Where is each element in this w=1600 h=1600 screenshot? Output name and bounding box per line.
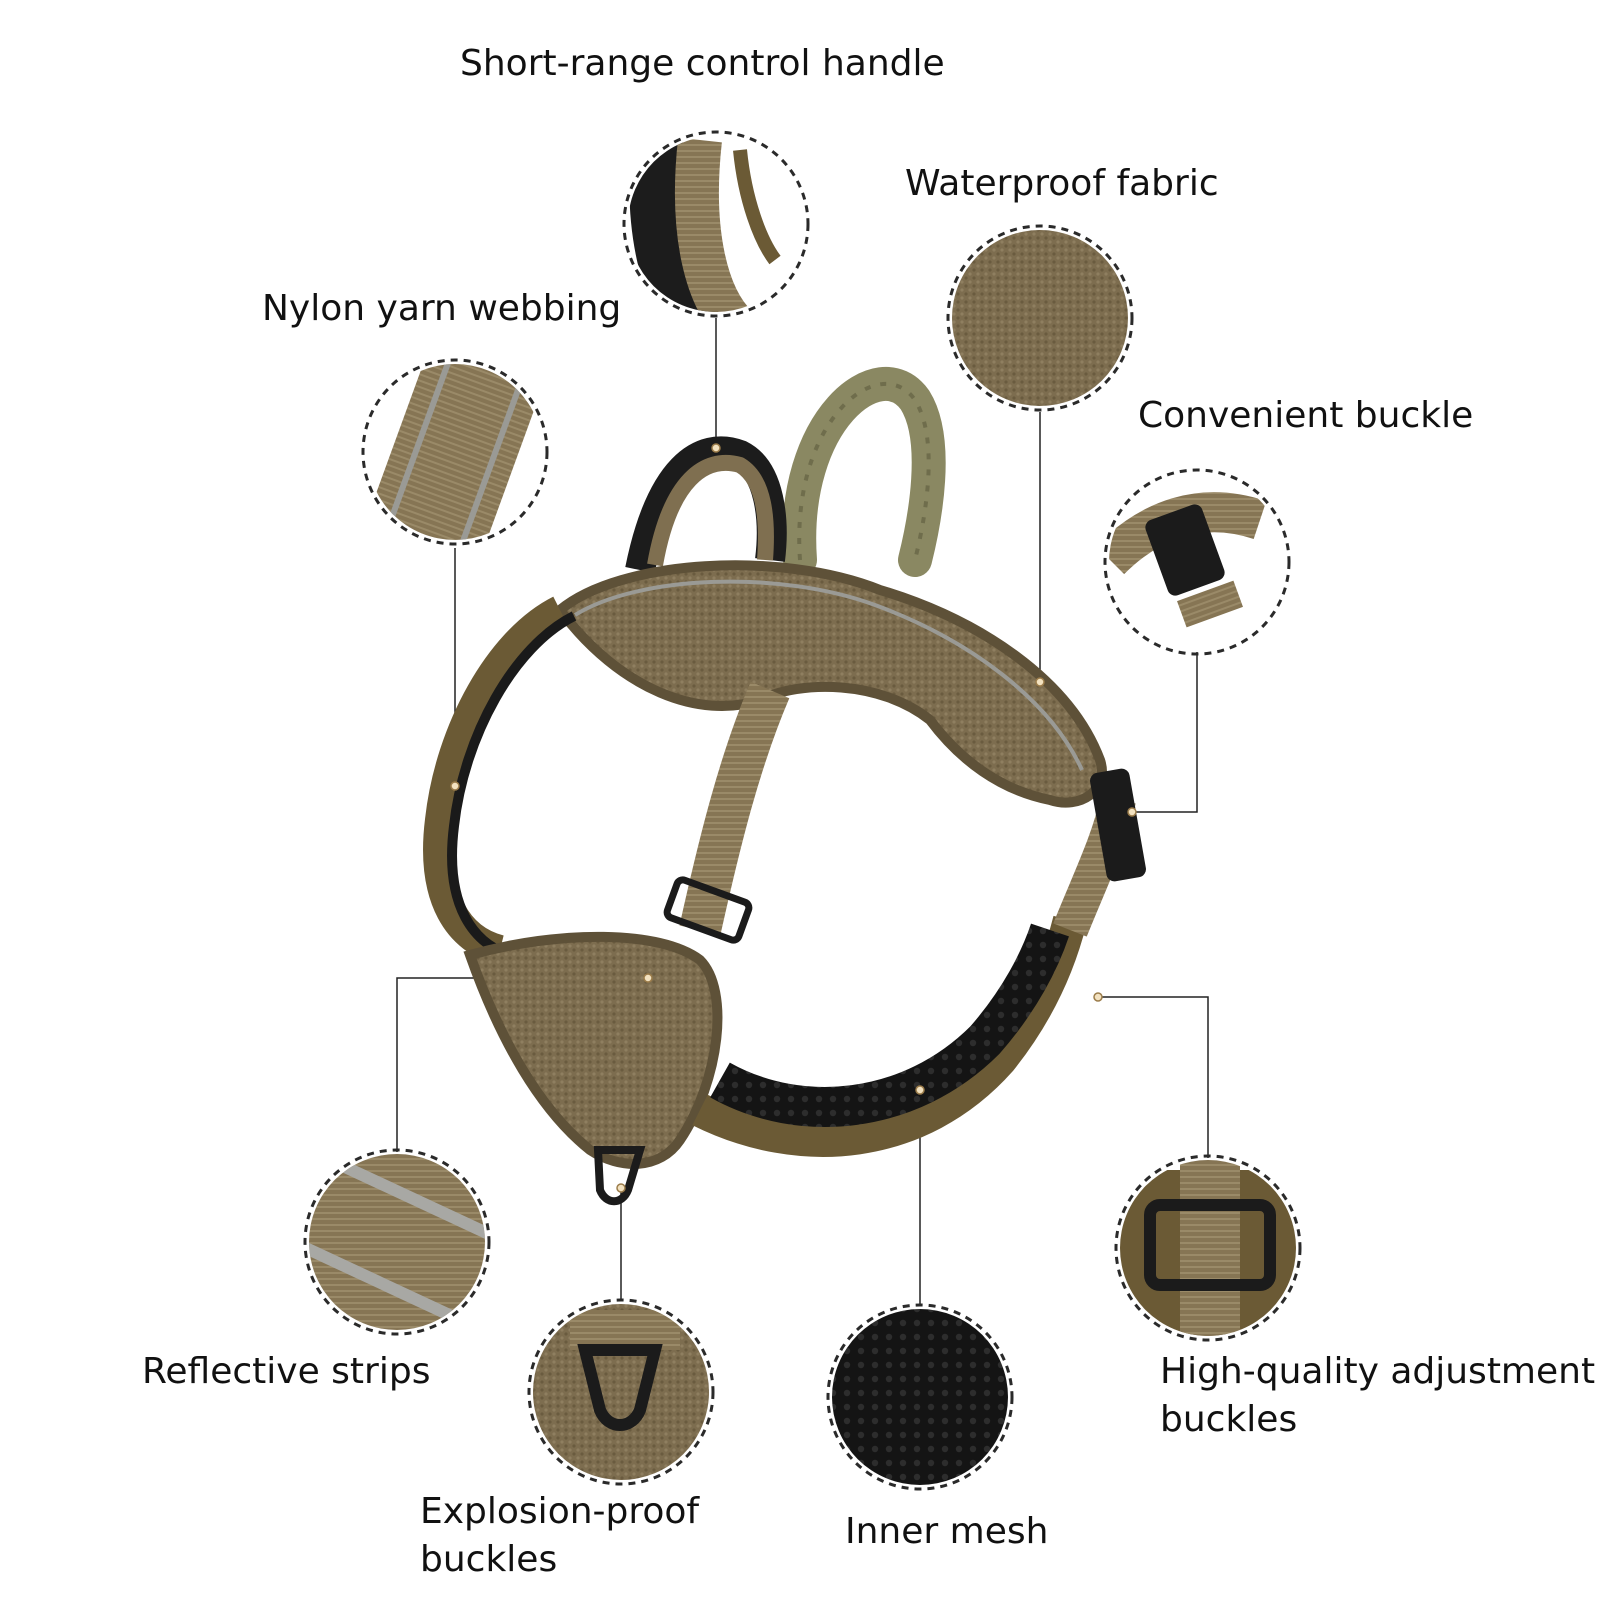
label-convenient-buckle: Convenient buckle (1138, 395, 1474, 436)
dot-webbing (450, 781, 460, 791)
label-inner-mesh: Inner mesh (845, 1511, 1049, 1552)
callout-dots (450, 443, 1137, 1193)
dot-fabric (1035, 677, 1045, 687)
dot-reflective (643, 973, 653, 983)
label-explosion-proof-line2: buckles (420, 1539, 558, 1580)
detail-nylon-webbing (367, 364, 543, 540)
detail-convenient-buckle (1109, 474, 1285, 650)
dot-explosion (616, 1183, 626, 1193)
bungee-handle (782, 366, 946, 577)
dot-adjustment (1093, 992, 1103, 1002)
quick-release-buckle (1090, 768, 1146, 882)
detail-adjustment-buckle (1120, 1160, 1296, 1336)
detail-inner-mesh (832, 1309, 1008, 1485)
inner-mesh-lining (710, 923, 1069, 1127)
d-ring (593, 1146, 646, 1206)
label-reflective-strips: Reflective strips (142, 1351, 431, 1392)
chest-strap (679, 681, 790, 935)
dot-mesh (915, 1085, 925, 1095)
dot-convenient (1127, 807, 1137, 817)
label-adjustment-buckles-line2: buckles (1160, 1399, 1298, 1440)
chest-plate (463, 931, 723, 1169)
callout-line-adjustment (1098, 996, 1209, 1158)
neck-loop (423, 596, 568, 965)
back-panel (553, 560, 1107, 808)
detail-control-handle (628, 136, 804, 312)
detail-reflective-strips (309, 1154, 485, 1330)
adjustment-slider (663, 876, 753, 944)
callout-line-convenient (1132, 652, 1198, 813)
label-short-range-control-handle: Short-range control handle (460, 43, 945, 84)
dot-handle (711, 443, 721, 453)
callout-lines (396, 318, 1209, 1305)
label-adjustment-buckles-line1: High-quality adjustment (1160, 1351, 1596, 1392)
harness (423, 366, 1146, 1206)
detail-waterproof-fabric (952, 230, 1128, 406)
label-nylon-yarn-webbing: Nylon yarn webbing (262, 288, 622, 329)
detail-explosion-proof-buckle (533, 1304, 709, 1480)
label-waterproof-fabric: Waterproof fabric (905, 163, 1219, 204)
label-explosion-proof-line1: Explosion-proof (420, 1491, 700, 1532)
